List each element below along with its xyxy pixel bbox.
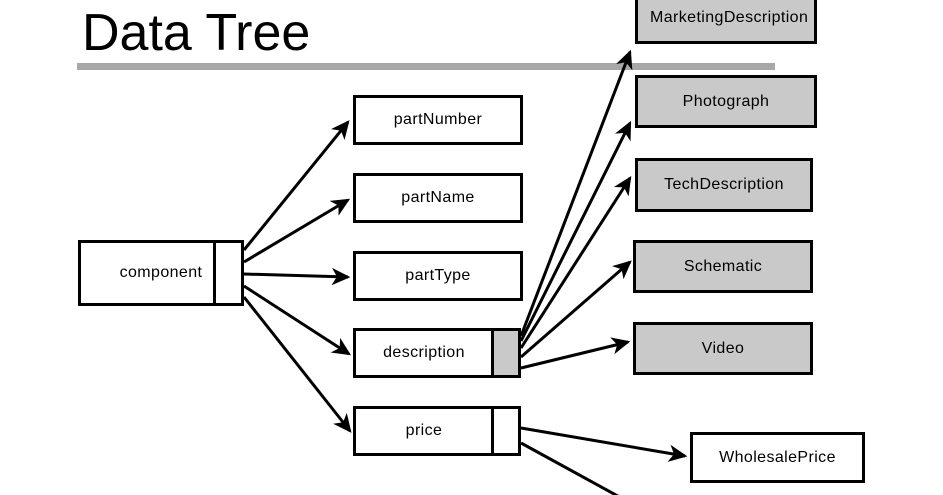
node-wholesaleprice-label: WholesalePrice [719, 448, 836, 466]
edge-component-to-partName [243, 198, 351, 264]
edge-description-to-marketingDescription [519, 49, 633, 337]
node-price-label: price [405, 422, 443, 439]
node-schematic[interactable]: Schematic [633, 240, 813, 293]
node-parttype[interactable]: partType [353, 251, 523, 301]
node-partname-label: partName [401, 189, 475, 206]
title-divider-rule [77, 63, 775, 70]
node-component-connector-stub[interactable] [213, 240, 244, 306]
edge-component-to-description [243, 284, 352, 356]
edge-component-to-partNumber [242, 120, 350, 251]
node-video[interactable]: Video [633, 322, 813, 375]
node-partnumber-label: partNumber [393, 111, 483, 128]
node-partnumber[interactable]: partNumber [353, 95, 523, 145]
node-description-label: description [383, 344, 465, 361]
node-schematic-label: Schematic [683, 257, 763, 275]
node-parttype-label: partType [405, 267, 471, 284]
edge-description-to-photograph [519, 120, 632, 342]
node-techdescription[interactable]: TechDescription [635, 158, 813, 212]
edge-component-to-partType [243, 267, 351, 286]
edge-description-to-techDescription [519, 175, 632, 349]
node-photograph[interactable]: Photograph [635, 75, 817, 128]
node-description-connector-stub[interactable] [491, 328, 521, 378]
node-video-label: Video [701, 339, 745, 357]
node-price-connector-stub[interactable] [491, 406, 521, 456]
node-partname[interactable]: partName [353, 173, 523, 223]
node-photograph-label: Photograph [682, 92, 770, 110]
edge-price-to-offscreen [520, 441, 619, 495]
edge-description-to-schematic [520, 260, 632, 359]
node-wholesaleprice[interactable]: WholesalePrice [690, 432, 865, 483]
edge-price-to-wholesalePrice [520, 426, 688, 462]
node-marketingdescription[interactable]: MarketingDescription [635, 0, 817, 44]
edge-group [242, 49, 688, 495]
page-title: Data Tree [82, 4, 311, 62]
node-component-label: component [119, 264, 203, 281]
node-marketingdescription-label: MarketingDescription [650, 9, 809, 26]
edge-description-to-video [520, 337, 631, 370]
node-techdescription-label: TechDescription [664, 176, 784, 193]
edge-component-to-price [242, 296, 352, 433]
